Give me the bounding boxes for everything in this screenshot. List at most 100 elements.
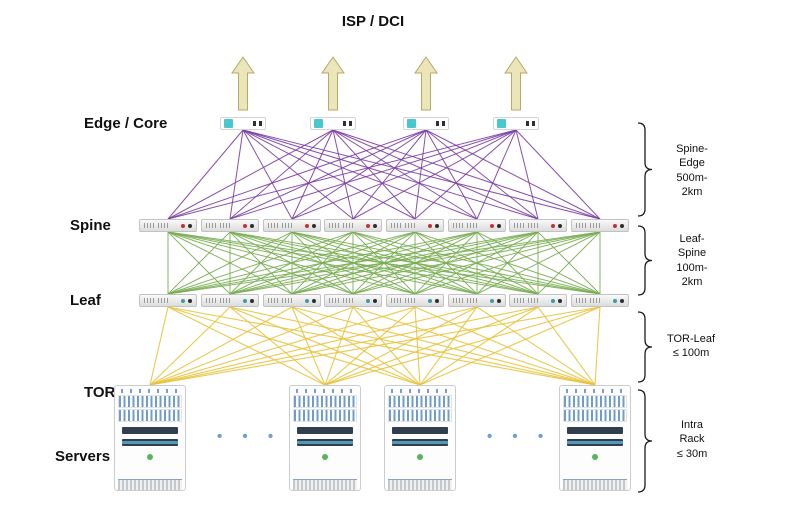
leaf-tor-link: [229, 306, 596, 386]
status-led-icon: [366, 298, 370, 303]
edge-spine-link: [242, 129, 478, 220]
power-led-icon: [592, 454, 598, 460]
leaf-tor-link: [167, 306, 596, 386]
power-led-icon: [417, 454, 423, 460]
spine-leaf-link: [291, 231, 601, 295]
optic-module-icon: [407, 119, 416, 128]
status-led-icon: [428, 298, 432, 303]
spine-switch: [263, 219, 321, 232]
vent-icon: [467, 223, 478, 228]
edge-spine-link: [242, 129, 601, 220]
server-unit: [391, 439, 449, 446]
vent-icon: [405, 298, 416, 303]
edge-spine-link: [167, 129, 517, 220]
edge-spine-link: [242, 129, 293, 220]
leaf-switch: [139, 294, 197, 307]
antenna-ticks-icon: [295, 389, 355, 393]
edge-spine-link: [332, 129, 601, 220]
leaf-tor-link: [291, 306, 326, 386]
layer-label-leaf: Leaf: [70, 292, 101, 309]
status-led-icon: [305, 223, 309, 228]
tor-server-rack: [289, 385, 361, 491]
uplink-arrow-icon: [321, 56, 345, 111]
server-unit: [566, 427, 624, 434]
leaf-tor-link: [419, 306, 601, 386]
bracket-intra-rack: [637, 389, 653, 493]
edge-spine-link: [167, 129, 244, 220]
port-icon: [250, 223, 254, 228]
port-icon: [253, 121, 256, 126]
port-icon: [312, 298, 316, 303]
status-led-icon: [243, 298, 247, 303]
annotation-leaf-spine: Leaf- Spine 100m- 2km: [676, 233, 708, 288]
edge-spine-link: [229, 129, 244, 220]
vent-icon: [268, 298, 279, 303]
leaf-tor-link: [167, 306, 421, 386]
port-icon: [435, 223, 439, 228]
edge-spine-link: [291, 129, 517, 220]
edge-spine-link: [291, 129, 427, 220]
port-icon: [558, 298, 562, 303]
spine-leaf-link: [229, 231, 601, 295]
spine-leaf-link: [537, 231, 601, 295]
leaf-switch: [324, 294, 382, 307]
tor-port-panel: [388, 409, 452, 422]
status-led-icon: [551, 298, 555, 303]
vent-icon: [453, 298, 464, 303]
vent-icon: [329, 223, 340, 228]
vent-icon: [590, 223, 601, 228]
spine-leaf-link: [167, 231, 231, 295]
vent-icon: [206, 223, 217, 228]
port-icon: [532, 121, 535, 126]
uplink-arrow-icon: [504, 56, 528, 111]
optic-module-icon: [314, 119, 323, 128]
leaf-tor-link: [149, 306, 539, 386]
layer-label-servers: Servers: [55, 448, 111, 465]
vent-icon: [282, 298, 293, 303]
edge-spine-link: [229, 129, 334, 220]
status-led-icon: [181, 298, 185, 303]
spine-leaf-link: [167, 231, 293, 295]
spine-switch: [571, 219, 629, 232]
port-icon: [373, 298, 377, 303]
edge-spine-link: [352, 129, 427, 220]
leaf-switch: [201, 294, 259, 307]
vent-icon: [158, 223, 169, 228]
port-icon: [620, 223, 624, 228]
power-led-icon: [147, 454, 153, 460]
leaf-tor-link: [149, 306, 478, 386]
bracket-leaf-spine: [637, 225, 653, 296]
rack-base-vent: [563, 479, 627, 490]
edge-spine-link: [425, 129, 601, 220]
leaf-tor-link: [352, 306, 421, 386]
leaf-switch: [509, 294, 567, 307]
vent-icon: [343, 298, 354, 303]
optic-module-icon: [224, 119, 233, 128]
optic-module-icon: [497, 119, 506, 128]
vent-icon: [329, 298, 340, 303]
edge-core-router: [310, 117, 356, 130]
rack-base-vent: [293, 479, 357, 490]
vent-icon: [343, 223, 354, 228]
leaf-tor-link: [414, 306, 421, 386]
spine-leaf-link: [352, 231, 601, 295]
spine-switch: [448, 219, 506, 232]
edge-core-router: [403, 117, 449, 130]
spine-leaf-link: [167, 231, 416, 295]
vent-icon: [158, 298, 169, 303]
tor-port-panel: [563, 395, 627, 408]
port-icon: [250, 298, 254, 303]
vent-icon: [144, 223, 155, 228]
leaf-switch: [448, 294, 506, 307]
leaf-switch: [386, 294, 444, 307]
annotation-tor-leaf: TOR-Leaf ≤ 100m: [666, 333, 716, 360]
tor-port-panel: [388, 395, 452, 408]
rack-ellipsis: • • •: [487, 428, 552, 445]
tor-port-panel: [293, 395, 357, 408]
port-icon: [442, 121, 445, 126]
status-led-icon: [428, 223, 432, 228]
leaf-tor-link: [149, 306, 416, 386]
vent-icon: [514, 223, 525, 228]
bracket-spine-edge: [637, 122, 653, 217]
vent-icon: [453, 223, 464, 228]
